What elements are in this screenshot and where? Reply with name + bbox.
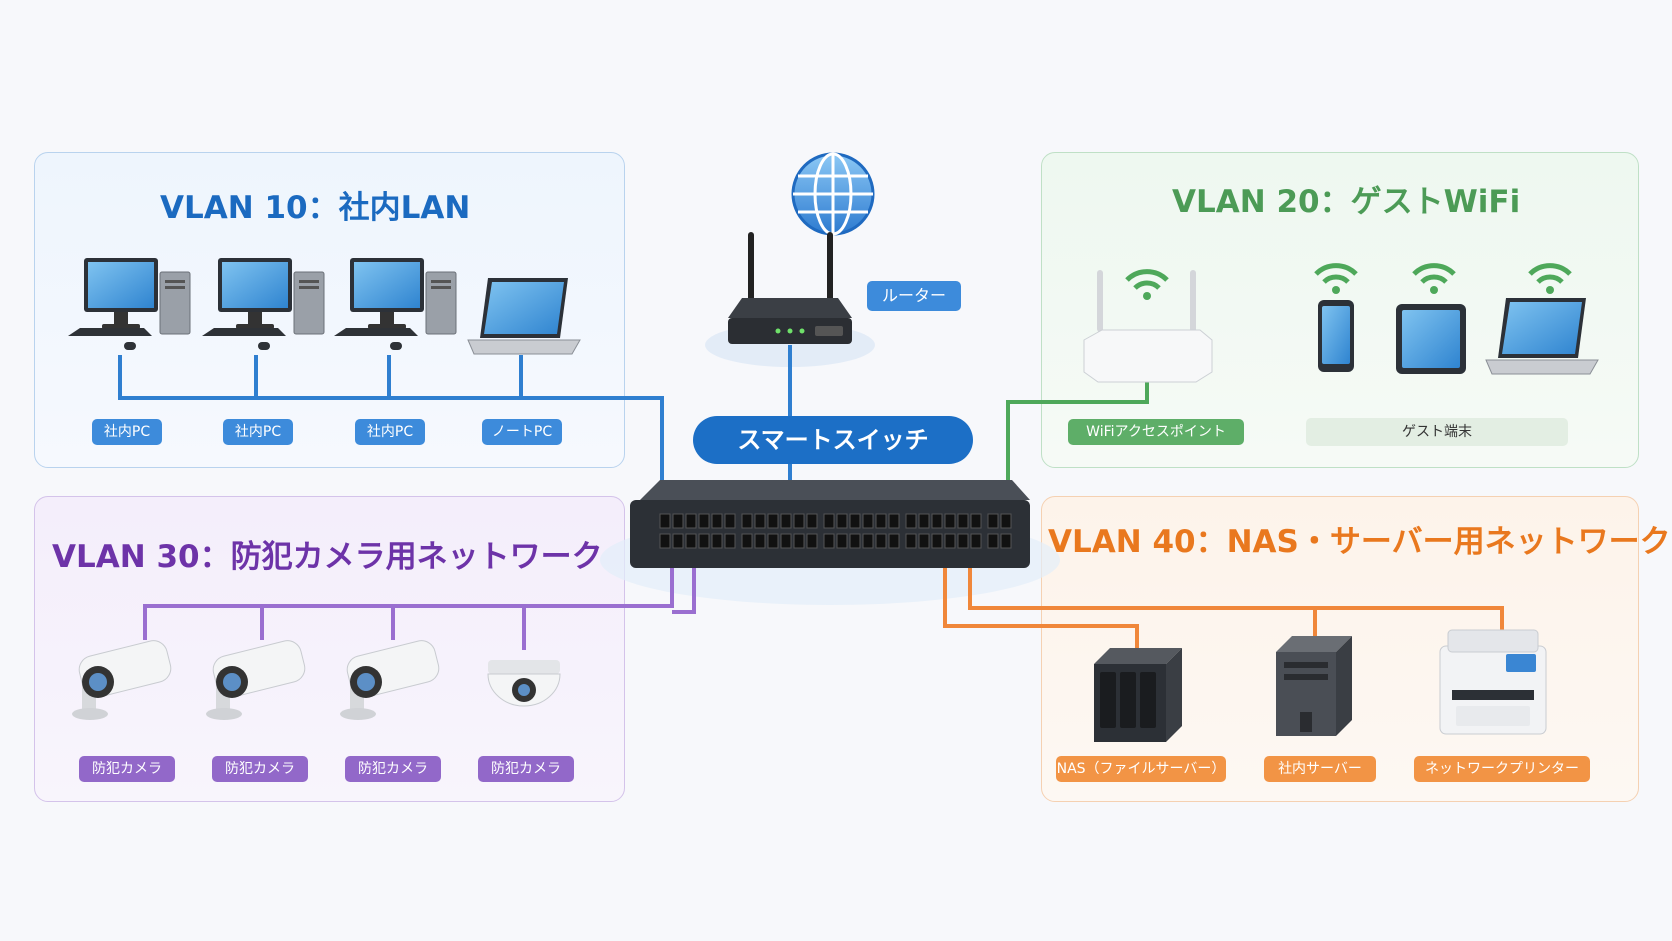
vlan20-links xyxy=(1006,372,1149,485)
nas-icon xyxy=(1094,648,1182,742)
switch-port xyxy=(888,533,900,549)
guest-laptop-icon xyxy=(1485,297,1599,375)
smartphone-icon xyxy=(1318,300,1354,372)
switch-port xyxy=(780,513,792,529)
switch-port xyxy=(823,513,835,529)
switch-port xyxy=(754,513,766,529)
laptop-icon xyxy=(467,277,581,355)
switch-port xyxy=(957,513,969,529)
switch-port xyxy=(970,533,982,549)
switch-port xyxy=(918,513,930,529)
desktop-pc-icon-1 xyxy=(67,257,191,351)
vlan10-title: VLAN 10：社内LAN xyxy=(160,190,471,226)
wifi-icon-3 xyxy=(1414,266,1454,294)
router-label: ルーター xyxy=(867,281,961,311)
router-icon xyxy=(728,232,852,344)
switch-port xyxy=(957,533,969,549)
switch-port xyxy=(754,533,766,549)
device-label-camera-3: 防犯カメラ xyxy=(345,756,441,782)
switch-port xyxy=(806,533,818,549)
device-label-pc-1: 社内PC xyxy=(92,419,162,445)
switch-port xyxy=(918,533,930,549)
switch-port xyxy=(711,533,723,549)
switch-port xyxy=(685,513,697,529)
wifi-access-point-icon xyxy=(1083,270,1213,383)
device-label-pc-2: 社内PC xyxy=(223,419,293,445)
switch-port xyxy=(862,533,874,549)
switch-port xyxy=(970,513,982,529)
switch-port xyxy=(741,513,753,529)
switch-port xyxy=(659,533,671,549)
camera-icon-2 xyxy=(205,637,309,721)
switch-port xyxy=(780,533,792,549)
camera-icon-1 xyxy=(71,637,175,721)
switch-port xyxy=(1000,513,1012,529)
wifi-icon-1 xyxy=(1127,272,1167,300)
switch-port xyxy=(1000,533,1012,549)
switch-port xyxy=(875,513,887,529)
camera-icon-3 xyxy=(339,637,443,721)
switch-port xyxy=(767,513,779,529)
device-label-printer: ネットワークプリンター xyxy=(1414,756,1590,782)
switch-port xyxy=(944,513,956,529)
switch-port xyxy=(905,513,917,529)
desktop-pc-icon-2 xyxy=(201,257,325,351)
switch-port xyxy=(698,513,710,529)
switch-port xyxy=(905,533,917,549)
switch-port xyxy=(987,533,999,549)
switch-port xyxy=(724,513,736,529)
tablet-icon xyxy=(1396,304,1466,374)
switch-port xyxy=(823,533,835,549)
vlan10-links xyxy=(118,355,664,485)
device-label-guest: ゲスト端末 xyxy=(1306,418,1568,446)
device-label-camera-4: 防犯カメラ xyxy=(478,756,574,782)
switch-port xyxy=(836,513,848,529)
device-label-laptop: ノートPC xyxy=(482,419,562,445)
switch-port xyxy=(836,533,848,549)
switch-port xyxy=(711,513,723,529)
server-icon xyxy=(1276,636,1352,736)
switch-port xyxy=(944,533,956,549)
switch-port xyxy=(862,513,874,529)
globe-icon xyxy=(791,152,875,236)
device-label-pc-3: 社内PC xyxy=(355,419,425,445)
switch-port xyxy=(698,533,710,549)
vlan40-title: VLAN 40：NAS・サーバー用ネットワーク xyxy=(1048,524,1671,560)
device-label-nas: NAS（ファイルサーバー） xyxy=(1056,756,1226,782)
switch-icon xyxy=(630,480,1030,568)
switch-port xyxy=(931,533,943,549)
switch-port xyxy=(672,513,684,529)
switch-port xyxy=(849,513,861,529)
wifi-icon-2 xyxy=(1316,266,1356,294)
switch-port xyxy=(659,513,671,529)
switch-port xyxy=(672,533,684,549)
switch-port xyxy=(888,513,900,529)
vlan20-title: VLAN 20：ゲストWiFi xyxy=(1172,184,1521,220)
switch-port xyxy=(849,533,861,549)
switch-port xyxy=(987,513,999,529)
vlan40-links xyxy=(943,552,1504,648)
device-label-access-point: WiFiアクセスポイント xyxy=(1068,419,1244,445)
switch-label: スマートスイッチ xyxy=(693,416,973,464)
vlan30-links xyxy=(143,552,696,650)
dome-camera-icon xyxy=(487,660,561,707)
wifi-icon-4 xyxy=(1530,266,1570,294)
switch-port xyxy=(875,533,887,549)
switch-port xyxy=(793,533,805,549)
desktop-pc-icon-3 xyxy=(333,257,457,351)
switch-port xyxy=(931,513,943,529)
printer-icon xyxy=(1439,629,1547,735)
switch-port xyxy=(724,533,736,549)
device-label-server: 社内サーバー xyxy=(1264,756,1376,782)
switch-port xyxy=(685,533,697,549)
switch-port xyxy=(806,513,818,529)
switch-port xyxy=(741,533,753,549)
switch-port xyxy=(767,533,779,549)
switch-port xyxy=(793,513,805,529)
vlan30-title: VLAN 30：防犯カメラ用ネットワーク xyxy=(52,539,603,575)
device-label-camera-1: 防犯カメラ xyxy=(79,756,175,782)
device-label-camera-2: 防犯カメラ xyxy=(212,756,308,782)
